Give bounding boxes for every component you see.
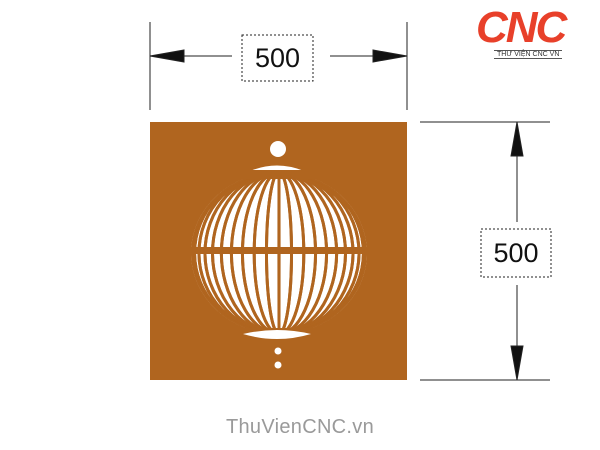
- height-label: 500: [493, 238, 538, 268]
- bottom-lens: [243, 330, 311, 339]
- equator-band: [185, 247, 375, 254]
- dot: [274, 347, 282, 355]
- top-circle: [270, 141, 286, 157]
- lantern-pattern: [185, 141, 375, 369]
- watermark: ThuVienCNC.vn: [225, 416, 375, 438]
- width-label: 500: [255, 43, 300, 73]
- width-dimension: [149, 22, 408, 110]
- height-dimension: [420, 121, 552, 381]
- logo-subtitle: THƯ VIỆN CNC VN: [494, 50, 563, 59]
- cnc-logo: CNC THƯ VIỆN CNC VN: [472, 6, 592, 62]
- logo-text: CNC: [476, 3, 567, 52]
- dot: [274, 361, 282, 369]
